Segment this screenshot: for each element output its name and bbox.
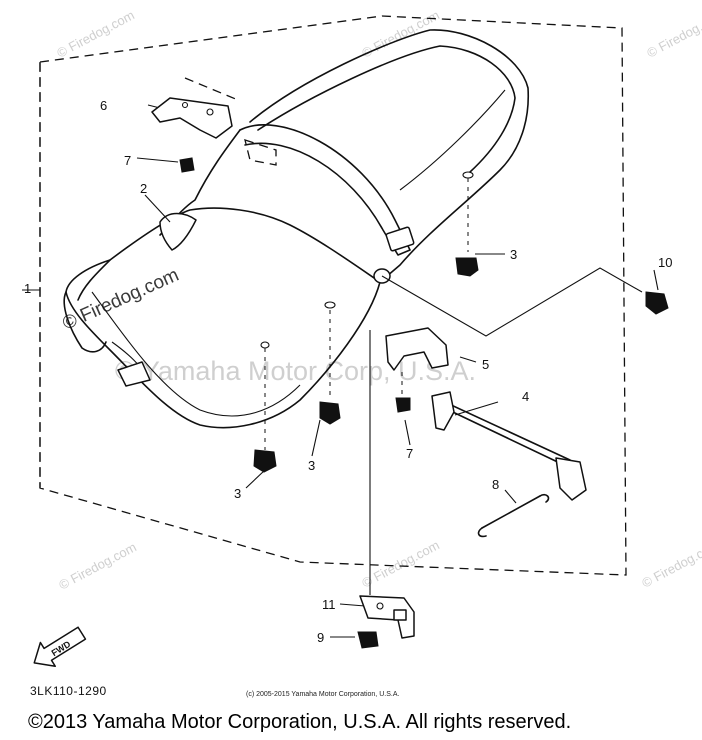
diagram-code: 3LK110-1290 <box>30 684 107 698</box>
watermark-yamaha: © Yamaha Motor Corp, U.S.A. <box>115 356 476 386</box>
copyright-small: (c) 2005-2015 Yamaha Motor Corporation, … <box>246 691 399 698</box>
callout-7-bottom: 7 <box>406 446 413 461</box>
callout-10: 10 <box>658 255 672 270</box>
callout-6: 6 <box>100 98 107 113</box>
callout-3-right: 3 <box>510 247 517 262</box>
leader-lines <box>136 77 659 638</box>
callout-labels: 6 7 2 3 10 5 4 3 7 3 8 11 9 1 <box>24 98 672 645</box>
callout-5: 5 <box>482 357 489 372</box>
watermark-layer: © Firedog.com © Firedog.com © Firedog.co… <box>54 7 702 592</box>
watermark-firedog-3: © Firedog.com <box>644 7 702 60</box>
callout-2: 2 <box>140 181 147 196</box>
callout-4: 4 <box>522 389 529 404</box>
hardware-parts <box>151 97 669 649</box>
callout-3-left: 3 <box>234 486 241 501</box>
callout-11: 11 <box>322 597 336 612</box>
watermark-firedog-1: © Firedog.com <box>54 7 136 60</box>
seat-part-1 <box>63 29 530 429</box>
watermark-firedog-5: © Firedog.com <box>359 537 441 590</box>
callout-3-middle: 3 <box>308 458 315 473</box>
fwd-arrow: FWD <box>33 626 87 667</box>
watermark-firedog-6: © Firedog.com <box>639 537 702 590</box>
callout-7-top: 7 <box>124 153 131 168</box>
callout-1: 1 <box>24 281 31 296</box>
copyright-footer: ©2013 Yamaha Motor Corporation, U.S.A. A… <box>28 711 571 733</box>
watermark-firedog-2: © Firedog.com <box>359 7 441 60</box>
watermark-firedog-4: © Firedog.com <box>56 539 138 592</box>
callout-9: 9 <box>317 630 324 645</box>
callout-8: 8 <box>492 477 499 492</box>
assembly-border <box>22 15 627 576</box>
